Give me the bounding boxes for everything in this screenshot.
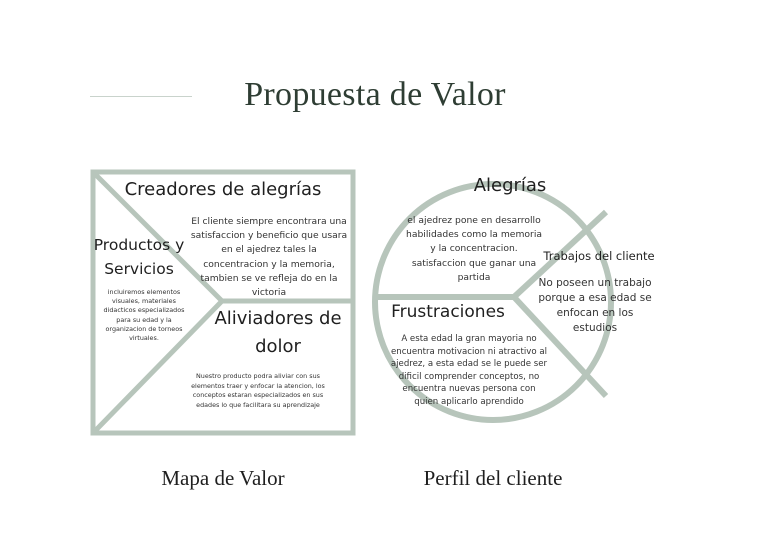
gain-creators-heading: Creadores de alegrías xyxy=(124,179,322,200)
products-text: incluiremos elementos visuales, material… xyxy=(103,288,185,343)
jobs-heading: Trabajos del cliente xyxy=(543,249,655,263)
value-map-diagonal-top xyxy=(93,172,224,303)
gains-text: el ajedrez pone en desarrollo habilidade… xyxy=(406,215,542,283)
pain-relievers-heading-line2: dolor xyxy=(255,336,301,357)
value-map-diagonal-bottom xyxy=(93,299,224,433)
customer-profile-diagonal-bottom xyxy=(511,294,609,399)
pains-text: A esta edad la gran mayoria no encuentra… xyxy=(390,334,548,407)
value-map-square xyxy=(90,169,356,436)
page-title: Propuesta de Valor xyxy=(244,76,506,113)
customer-profile-diagonal-top xyxy=(511,209,609,300)
products-heading-line1: Productos y xyxy=(93,236,185,254)
pains-heading: Frustraciones xyxy=(391,302,505,322)
pain-relievers-heading-line1: Aliviadores de xyxy=(214,308,342,329)
gain-creators-text: El cliente siempre encontrara una satisf… xyxy=(190,216,348,299)
value-map-frame xyxy=(90,169,356,436)
gains-heading: Alegrías xyxy=(473,175,547,196)
products-heading-line2: Servicios xyxy=(104,260,174,278)
title-decoration-line xyxy=(90,96,192,97)
customer-profile-caption: Perfil del cliente xyxy=(423,466,563,490)
customer-profile-frame xyxy=(372,181,614,423)
jobs-text: No poseen un trabajo porque a esa edad s… xyxy=(538,277,652,334)
pain-relievers-text: Nuestro producto podra aliviar con sus e… xyxy=(191,372,325,409)
value-map-caption: Mapa de Valor xyxy=(161,466,285,490)
customer-profile-circle xyxy=(372,181,614,423)
